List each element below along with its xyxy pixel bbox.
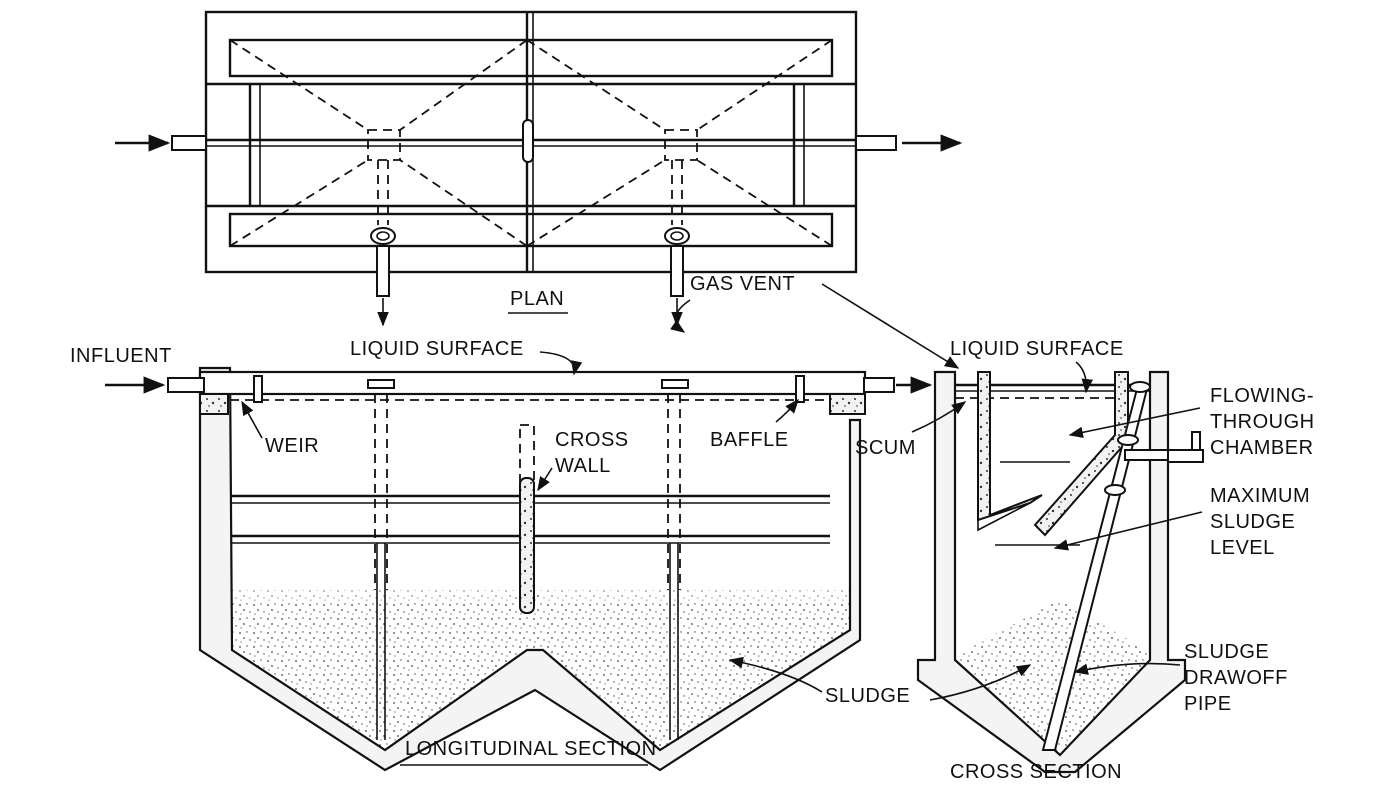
- sludge-drawoff-label-1: SLUDGE: [1184, 641, 1269, 663]
- sludge-drawoff-label-3: PIPE: [1184, 693, 1232, 715]
- longitudinal-section-label: LONGITUDINAL SECTION: [405, 738, 657, 760]
- flowing-through-label-1: FLOWING-: [1210, 385, 1314, 407]
- sludge-label-long: SLUDGE: [825, 685, 910, 707]
- baffle-label: BAFFLE: [710, 429, 789, 451]
- cross-section-label: CROSS SECTION: [950, 761, 1122, 783]
- weir-label: WEIR: [265, 435, 319, 457]
- cross-wall-label-2: WALL: [555, 455, 611, 477]
- scum-label: SCUM: [855, 437, 916, 459]
- sludge-drawoff-label-2: DRAWOFF: [1184, 667, 1288, 689]
- flowing-through-label-3: CHAMBER: [1210, 437, 1314, 459]
- plan-label: PLAN: [510, 288, 564, 310]
- max-sludge-label-2: SLUDGE: [1210, 511, 1295, 533]
- flowing-through-label-2: THROUGH: [1210, 411, 1315, 433]
- liquid-surface-label: LIQUID SURFACE: [350, 338, 524, 360]
- cross-wall-label-1: CROSS: [555, 429, 629, 451]
- liquid-surface-cross-label: LIQUID SURFACE: [950, 338, 1124, 360]
- influent-label: INFLUENT: [70, 345, 172, 367]
- cross-section: LIQUID SURFACE SCUM FLOWING- THROUGH CHA…: [855, 338, 1315, 783]
- longitudinal-section: INFLUENT LIQUID SURFACE WEIR CROSS WALL …: [70, 338, 933, 772]
- max-sludge-label-3: LEVEL: [1210, 537, 1275, 559]
- max-sludge-label-1: MAXIMUM: [1210, 485, 1310, 507]
- plan-view: PLAN GAS VENT: [115, 10, 963, 369]
- gas-vent-label: GAS VENT: [690, 273, 795, 295]
